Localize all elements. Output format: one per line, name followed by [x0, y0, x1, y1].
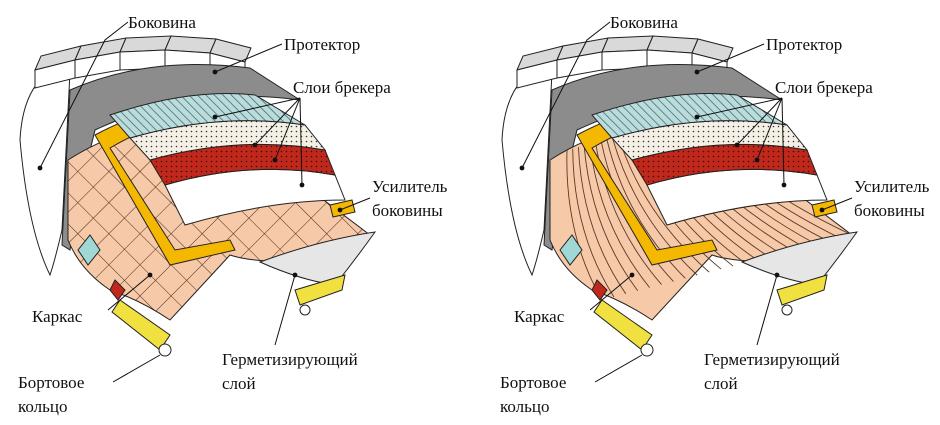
leader-dot [292, 272, 298, 278]
label-reinforcement-line1: Усилитель [854, 177, 930, 196]
sidewall-face [501, 71, 553, 277]
bead-red [109, 279, 126, 301]
label-inner-liner-line1: Герметизирующий [704, 350, 840, 369]
leader-reinforcement [821, 197, 853, 211]
radial-cord [618, 137, 710, 273]
breaker-ply-hatched [591, 93, 788, 139]
label-bead-ring-line2: кольцо [500, 397, 550, 416]
label-reinforcement-line2: боковины [372, 201, 443, 220]
leader-inner-liner [274, 274, 296, 346]
radial-cord [606, 139, 686, 279]
leader-dot [694, 69, 700, 75]
leader-dot [252, 142, 258, 148]
leader-tread [696, 43, 765, 73]
label-inner-liner-line2: слой [222, 374, 256, 393]
radial-cord [572, 148, 615, 298]
label-carcass: Каркас [514, 307, 565, 326]
leader-dot [299, 182, 305, 188]
bead-filler [559, 234, 583, 266]
radial-cord [566, 149, 603, 301]
label-bead-ring-line1: Бортовое [18, 373, 84, 392]
inner-liner [740, 231, 859, 286]
leader-dot [272, 157, 278, 163]
leader-carcass [589, 274, 633, 311]
leader-breaker-2 [254, 97, 301, 146]
radial-cord [612, 138, 698, 276]
leader-dot [37, 165, 43, 171]
leader-dot [734, 142, 740, 148]
radial-cord [583, 145, 639, 291]
bead-strip-right [776, 274, 828, 306]
leader-bead-ring [112, 354, 161, 383]
label-tread: Протектор [766, 35, 842, 54]
leader-reinforcement [339, 197, 371, 211]
leader-breaker-3 [274, 97, 301, 161]
radial-cord [577, 147, 627, 295]
leader-dot [337, 207, 343, 213]
leader-breaker-4 [299, 97, 303, 186]
label-bead-ring-line1: Бортовое [500, 373, 566, 392]
leader-dot [519, 165, 525, 171]
bead-red [591, 279, 608, 301]
leader-inner-liner [756, 274, 778, 346]
label-carcass: Каркас [32, 307, 83, 326]
bead-filler [77, 234, 101, 266]
leader-breaker-3 [756, 97, 783, 161]
label-breaker-plies: Слои брекера [293, 78, 391, 97]
inner-liner [258, 231, 377, 286]
leader-breaker-4 [781, 97, 785, 186]
label-bead-ring-line2: кольцо [18, 397, 68, 416]
leader-dot [212, 114, 218, 120]
leader-bead-ring [594, 354, 643, 383]
bead-strip-right [294, 274, 346, 306]
leader-dot [212, 69, 218, 75]
leader-sidewall [39, 21, 129, 169]
leader-dot [754, 157, 760, 163]
bead-ring-right [299, 304, 311, 316]
leader-dot [629, 272, 635, 278]
leader-sidewall [521, 21, 611, 169]
leader-tread [214, 43, 283, 73]
leader-breaker-2 [736, 97, 783, 146]
leader-dot [819, 207, 825, 213]
breaker-ply-hatched [109, 93, 306, 139]
leader-breaker-1 [696, 97, 783, 118]
label-inner-liner-line2: слой [704, 374, 738, 393]
leader-dot [694, 114, 700, 120]
leader-dot [781, 182, 787, 188]
bead-ring [158, 343, 172, 357]
label-breaker-plies: Слои брекера [775, 78, 873, 97]
label-tread: Протектор [284, 35, 360, 54]
label-reinforcement-line2: боковины [854, 201, 925, 220]
leader-dot [147, 272, 153, 278]
label-sidewall: Боковина [128, 13, 196, 32]
leader-breaker-1 [214, 97, 301, 118]
label-reinforcement-line1: Усилитель [372, 177, 448, 196]
sidewall-face [19, 71, 71, 277]
label-inner-liner-line1: Герметизирующий [222, 350, 358, 369]
bead-ring [640, 343, 654, 357]
bead-ring-right [781, 304, 793, 316]
leader-dot [774, 272, 780, 278]
leader-carcass [107, 274, 151, 311]
label-sidewall: Боковина [610, 13, 678, 32]
